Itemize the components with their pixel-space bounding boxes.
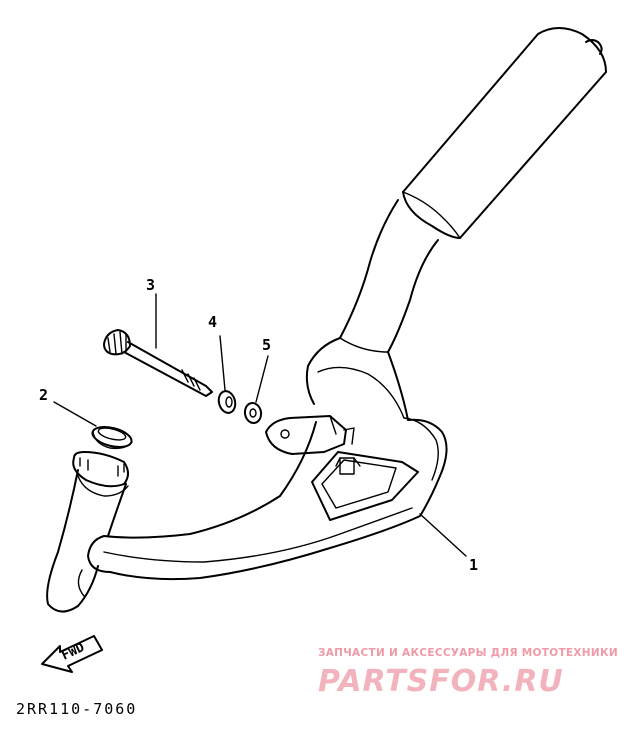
callout-4: 4 bbox=[208, 313, 217, 331]
watermark-tagline: ЗАПЧАСТИ И АКСЕССУАРЫ ДЛЯ МОТОТЕХНИКИ bbox=[318, 647, 618, 659]
leader-line-5 bbox=[255, 355, 269, 403]
callout-5: 5 bbox=[262, 336, 271, 354]
flat-washer bbox=[243, 402, 263, 424]
callout-3: 3 bbox=[146, 276, 155, 294]
diagram-code: 2RR110-7060 bbox=[16, 700, 138, 718]
gasket-ring bbox=[91, 426, 133, 450]
leader-lines bbox=[53, 293, 467, 557]
leader-line-2 bbox=[53, 401, 97, 427]
lock-washer bbox=[217, 390, 237, 414]
leader-line-4 bbox=[219, 335, 226, 391]
exhaust-pipe-assembly bbox=[46, 27, 607, 613]
callout-1: 1 bbox=[469, 556, 478, 574]
bolt bbox=[103, 329, 213, 397]
watermark-logo: PARTSFOR.RU bbox=[318, 664, 564, 699]
leader-line-1 bbox=[419, 513, 467, 557]
forward-direction-arrow: FWD bbox=[41, 635, 103, 673]
fwd-label: FWD bbox=[59, 640, 87, 664]
callout-2: 2 bbox=[39, 386, 48, 404]
